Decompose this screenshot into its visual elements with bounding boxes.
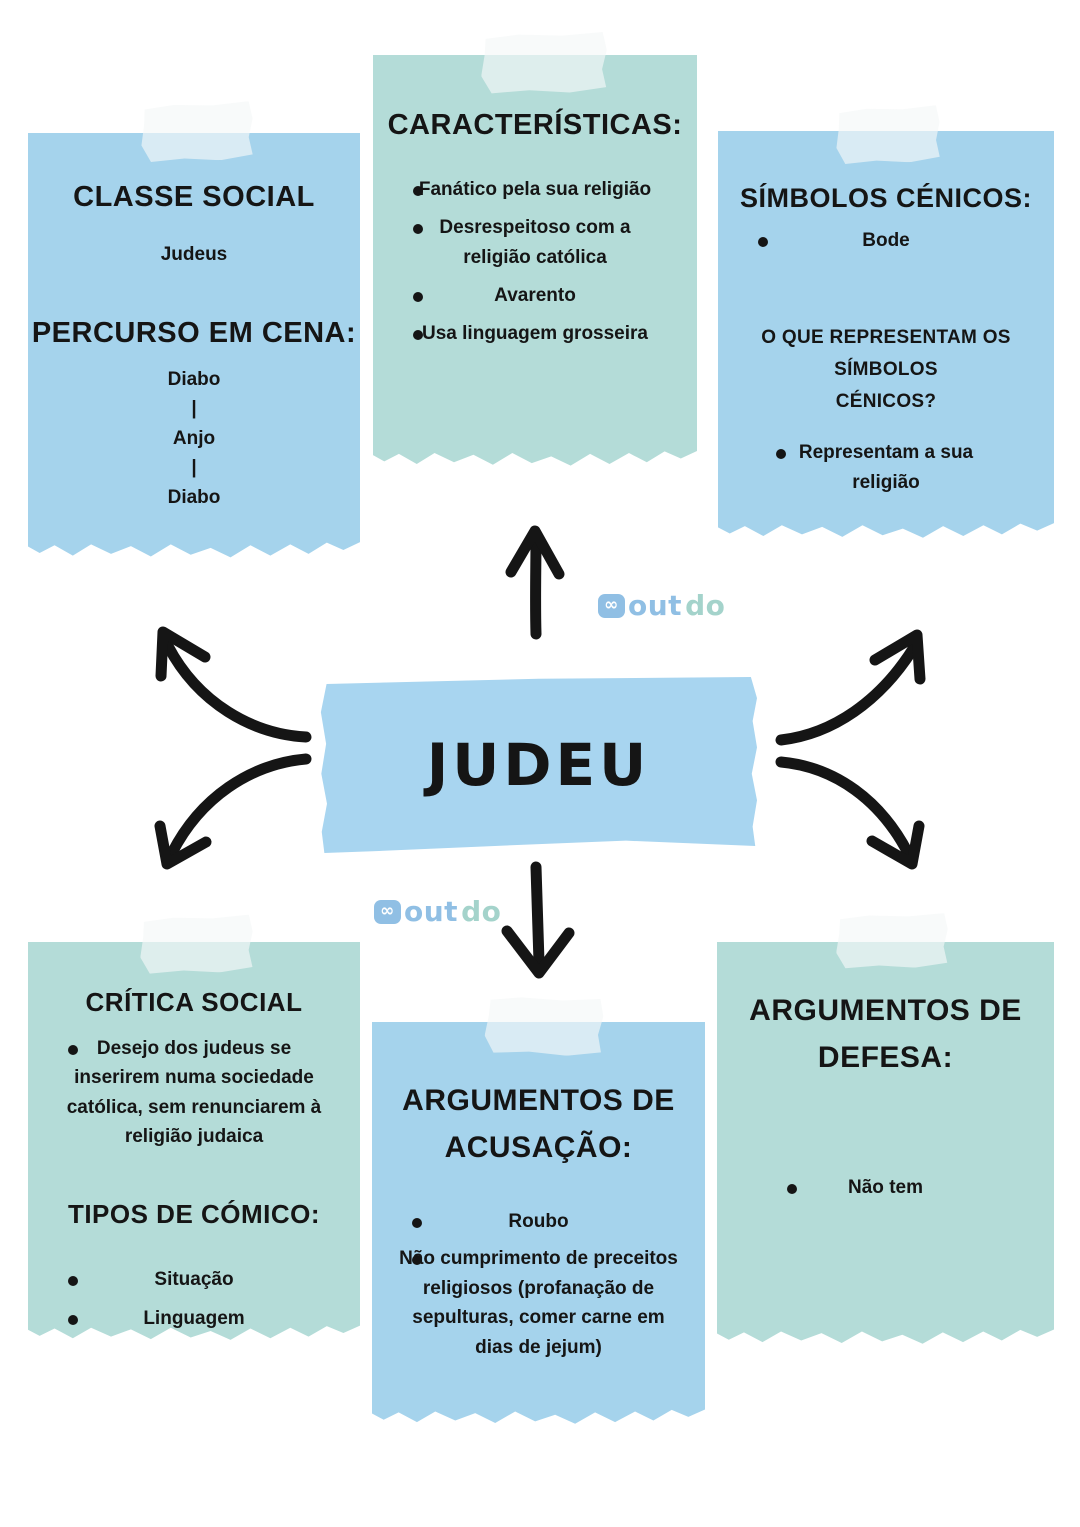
note-title: SÍMBOLOS CÉNICOS: [739,183,1032,213]
note-critica-social: CRÍTICA SOCIAL Desejo dos judeus se inse… [28,942,360,1340]
bullet-dot-icon [68,1276,78,1287]
list-item: Representam a sua religião [718,438,1054,497]
sequence-connector: | [191,457,197,479]
arrow-upleft-stem [162,640,312,743]
arrow-downleft-stem [166,753,312,859]
note-title: ARGUMENTOS DE DEFESA: [749,994,1022,1074]
scene-sequence: Diabo | Anjo | Diabo [168,365,221,512]
sequence-connector: | [191,398,197,420]
outdo-logo-text-out: out [628,589,683,622]
note-argumentos-acusacao: ARGUMENTOS DE ACUSAÇÃO: Roubo Não cumpri… [372,1022,705,1424]
tape [835,105,941,165]
list-item: Não tem [717,1173,1054,1202]
note-caracteristicas: CARACTERÍSTICAS: Fanático pela sua relig… [373,55,697,466]
note-title: CRÍTICA SOCIAL [85,987,303,1017]
note-subtitle: Judeus [160,243,228,265]
bullet-dot-icon [413,224,423,235]
bullet-dot-icon [412,1255,422,1266]
tape [140,101,254,163]
note-simbolos-cenicos: SÍMBOLOS CÉNICOS: Bode O QUE REPRESENTAM… [718,131,1054,538]
list-item: Usa linguagem grosseira [373,319,697,348]
arrow-downright-stem [775,756,914,859]
note-title: CARACTERÍSTICAS: [387,109,683,141]
bullet-dot-icon [413,330,423,341]
center-topic-title: JUDEU [426,731,651,799]
list-item: Situação [28,1265,360,1294]
note-title: PERCURSO EM CENA: [31,317,357,350]
arrow-down-stem [530,861,545,968]
outdo-logo-text-out: out [404,895,459,928]
outdo-logo-text-do: do [685,589,726,622]
note-argumentos-defesa: ARGUMENTOS DE DEFESA: Não tem [717,942,1054,1344]
list-item: Desejo dos judeus se inserirem numa soci… [66,1037,322,1148]
outdo-logo-icon: ∞ [598,593,625,618]
tape [484,995,604,1057]
outdo-logo-text-do: do [461,895,502,928]
outdo-logo-icon: ∞ [374,899,401,924]
list-item: Roubo [372,1207,705,1236]
bullet-list: Representam a sua religião [718,438,1054,497]
tape [480,32,607,94]
arrow-down-head [501,925,575,979]
list-item: Linguagem [28,1304,360,1333]
note-classe-social: CLASSE SOCIAL Judeus PERCURSO EM CENA: D… [28,133,360,558]
bullet-list: Não tem [717,1173,1054,1202]
arrow-up-head [505,525,565,580]
arrow-downright-head [866,820,925,870]
sequence-step: Diabo [167,486,221,508]
note-title: CLASSE SOCIAL [73,181,315,213]
sequence-step: Anjo [172,427,216,449]
center-topic-banner: JUDEU [320,677,757,853]
bullet-dot-icon [413,292,423,302]
bullet-list: Situação Linguagem [28,1265,360,1333]
note-title: ARGUMENTOS DE ACUSAÇÃO: [402,1084,675,1164]
bullet-dot-icon [758,237,768,248]
list-item: Avarento [373,281,697,310]
bullet-dot-icon [68,1314,78,1325]
bullet-list: Desejo dos judeus se inserirem numa soci… [28,1034,360,1152]
list-item: Bode [718,226,1054,255]
tape [836,913,949,969]
tape [139,915,253,975]
bullet-list: Bode [718,226,1054,255]
bullet-list: Fanático pela sua religião Desrespeitoso… [373,175,697,349]
note-question: O QUE REPRESENTAM OS SÍMBOLOS CÉNICOS? [761,326,1011,413]
bullet-dot-icon [412,1218,422,1228]
bullet-dot-icon [787,1184,797,1194]
note-title: TIPOS DE CÓMICO: [67,1198,321,1229]
sequence-step: Diabo [167,368,221,390]
bullet-dot-icon [776,449,786,460]
list-item: Desrespeitoso com a religião católica [373,213,697,272]
arrow-upleft-head [155,626,211,682]
list-item: Não cumprimento de preceitos religiosos … [399,1248,678,1358]
list-item: Fanático pela sua religião [373,175,697,204]
bullet-list: Roubo Não cumprimento de preceitos relig… [372,1207,705,1362]
arrow-upright-head [869,629,926,685]
arrow-downleft-head [154,820,212,870]
bullet-dot-icon [68,1044,78,1055]
arrow-upright-stem [775,643,919,746]
bullet-dot-icon [413,185,423,196]
